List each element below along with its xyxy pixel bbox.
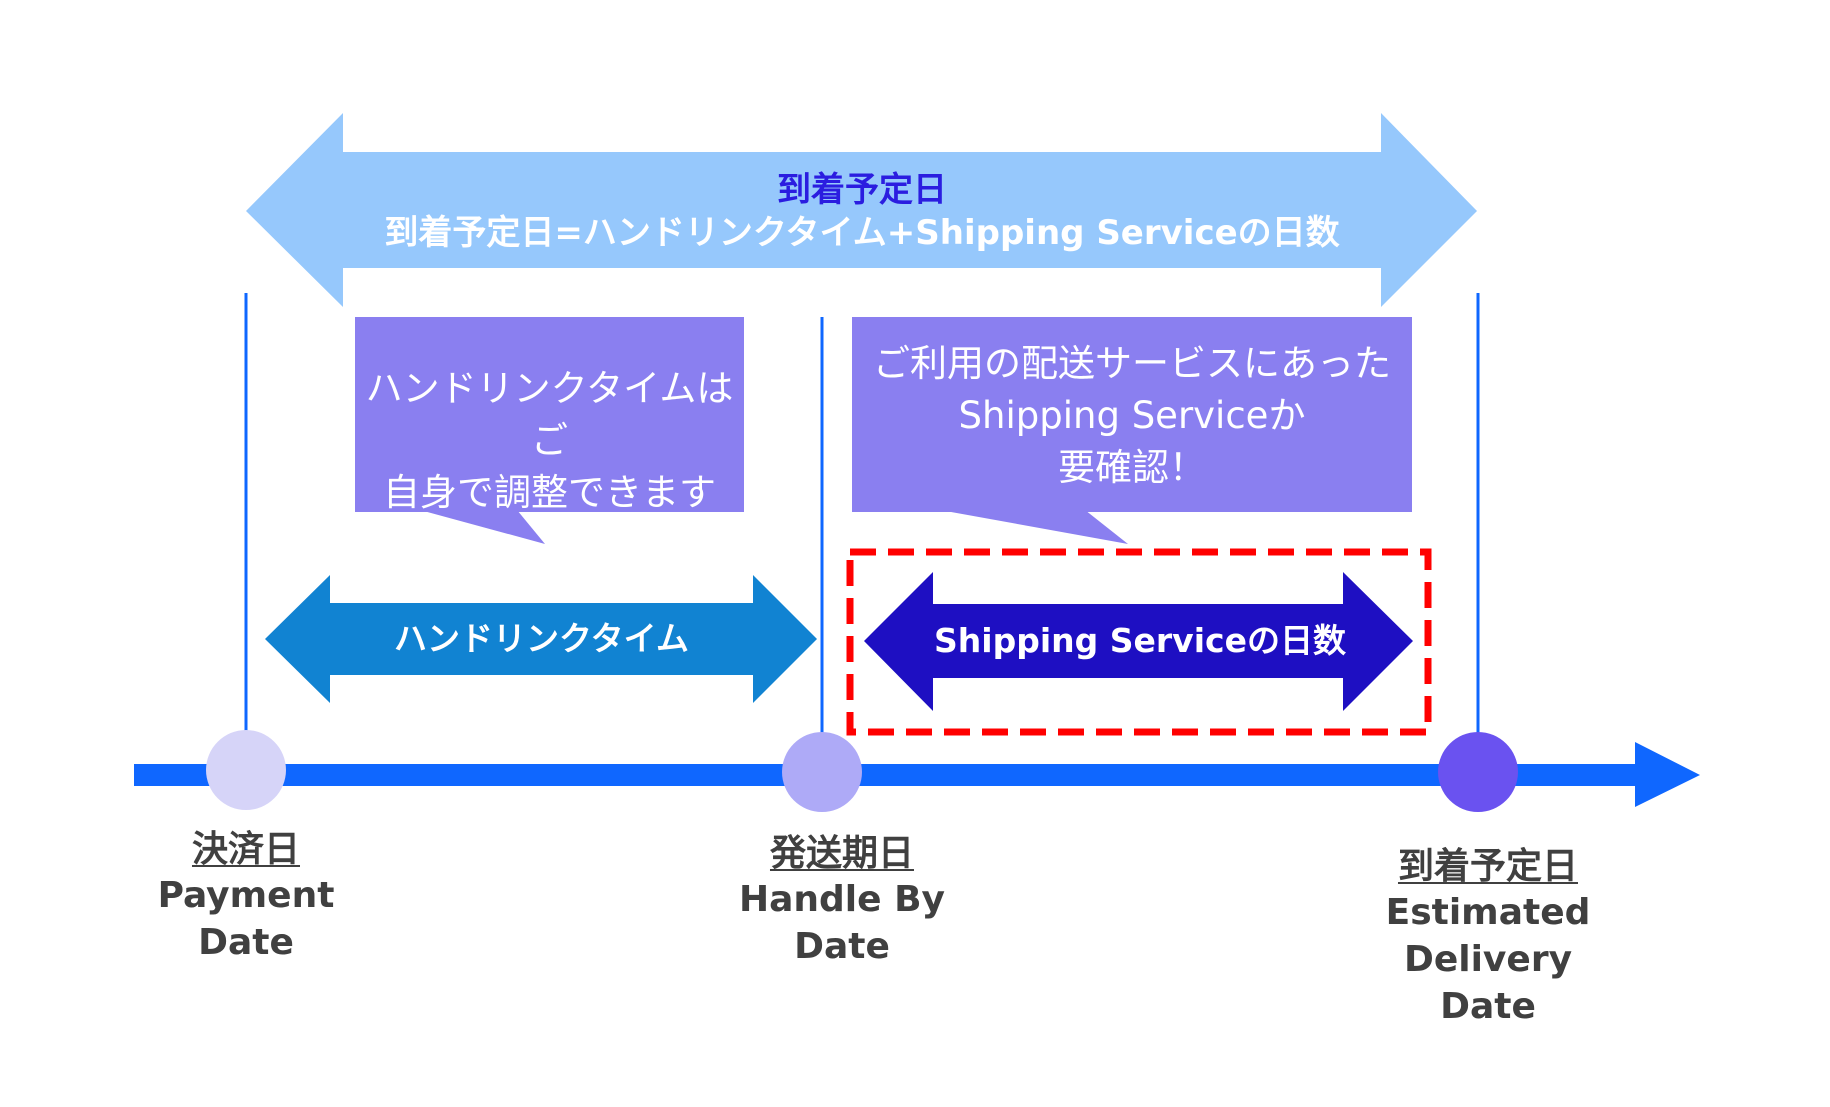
milestone-dot-handle-by — [782, 732, 862, 812]
callout-line: ハンドリンクタイムはご — [365, 367, 734, 462]
milestone-jp: 決済日 — [191, 829, 300, 870]
milestone-en: Estimated — [1385, 892, 1591, 933]
highlight-box — [846, 548, 1432, 736]
milestone-jp: 発送期日 — [769, 833, 914, 874]
callout-line: Shipping Serviceか — [958, 394, 1306, 437]
top-arrow-title: 到着予定日 到着予定日=ハンドリンクタイム+Shipping Serviceの日… — [343, 168, 1381, 254]
milestone-en: Date — [198, 922, 294, 963]
milestone-label-delivery: 到着予定日 Estimated Delivery Date — [1358, 845, 1618, 1030]
milestone-dot-payment — [206, 730, 286, 810]
shipping-service-label: Shipping Serviceの日数 — [934, 621, 1346, 660]
milestone-en: Handle By — [738, 879, 945, 920]
milestone-en: Date — [794, 926, 890, 967]
callout-line: 自身で調整できます — [383, 471, 716, 514]
callout-handling-time-text: ハンドリンクタイムはご 自身で調整できます — [355, 363, 744, 519]
handling-time-label: ハンドリンクタイム — [393, 619, 690, 658]
milestone-dot-delivery — [1438, 732, 1518, 812]
top-arrow-heading: 到着予定日 — [777, 170, 947, 210]
callout-line: 要確認！ — [1058, 446, 1206, 489]
milestone-en: Date — [1440, 986, 1536, 1027]
milestone-en: Delivery — [1403, 939, 1573, 980]
top-arrow-formula: 到着予定日=ハンドリンクタイム+Shipping Serviceの日数 — [384, 213, 1340, 253]
milestone-label-payment: 決済日 Payment Date — [136, 828, 356, 966]
milestone-label-handle-by: 発送期日 Handle By Date — [712, 832, 972, 970]
milestone-en: Payment — [157, 875, 335, 916]
callout-shipping-service — [852, 317, 1412, 544]
callout-shipping-service-text: ご利用の配送サービスにあった Shipping Serviceか 要確認！ — [852, 338, 1412, 494]
total-duration-arrow — [246, 113, 1477, 307]
callout-line: ご利用の配送サービスにあった — [873, 342, 1391, 385]
milestone-jp: 到着予定日 — [1397, 846, 1578, 887]
handling-time-arrow — [265, 575, 817, 703]
callout-handling-time — [355, 317, 744, 544]
timeline-arrowhead — [1635, 742, 1700, 807]
shipping-service-arrow — [864, 572, 1413, 711]
timeline-bar — [134, 764, 1637, 786]
